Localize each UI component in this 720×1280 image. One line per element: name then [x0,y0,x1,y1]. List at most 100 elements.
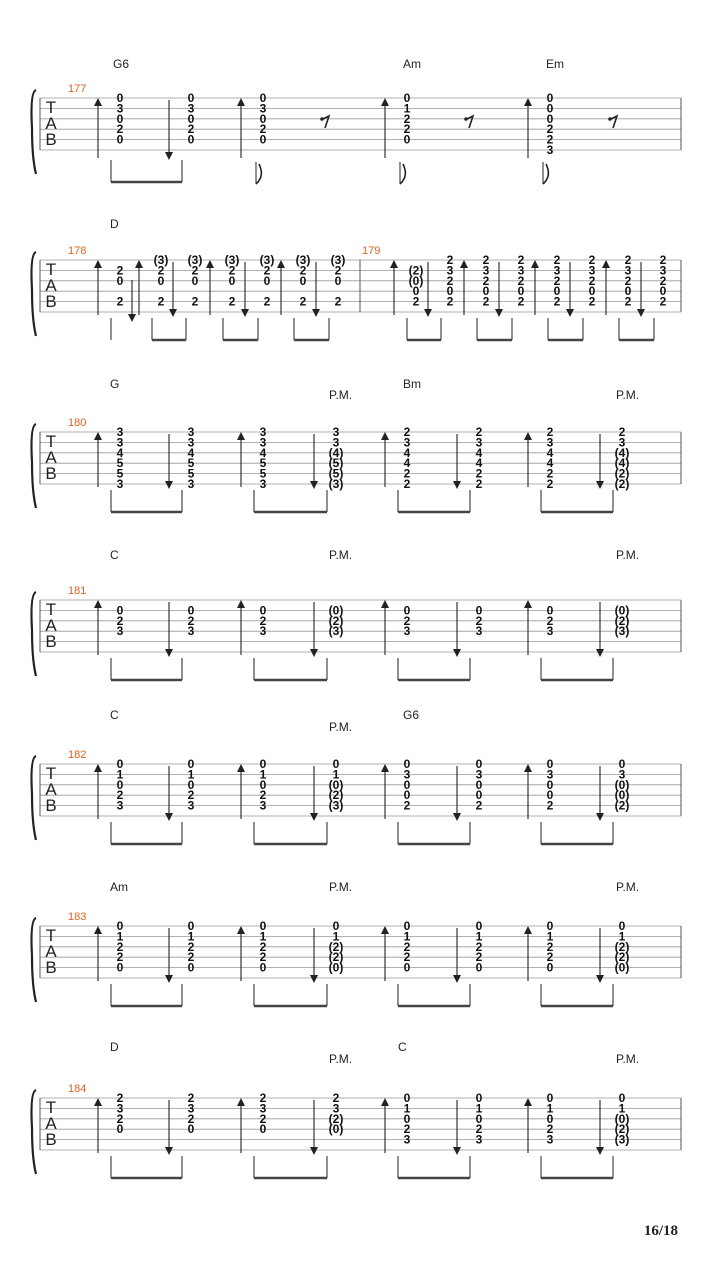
fret-number: 2 [260,940,267,954]
fret-number: 0 [260,91,267,105]
fret-number: 0 [476,788,483,802]
fret-number: 0 [117,133,124,147]
fret-number: (4) [615,456,630,470]
fret-number: 2 [192,263,199,277]
upstroke-arrow-icon [277,260,285,268]
fret-number: (3) [329,624,344,638]
fret-number: 2 [188,1112,195,1126]
fret-number: 2 [476,467,483,481]
upstroke-arrow-icon [524,98,532,106]
fret-number: 3 [260,477,267,491]
upstroke-arrow-icon [524,926,532,934]
fret-number: 0 [188,91,195,105]
tab-clef-letter: A [45,616,57,635]
fret-number: 2 [625,295,632,309]
fret-number: 2 [158,295,165,309]
fret-number: 4 [547,456,554,470]
fret-number: 4 [404,456,411,470]
fret-number: 2 [547,1122,554,1136]
fret-number: (2) [329,1112,344,1126]
downstroke-arrow-icon [310,975,318,983]
fret-number: 0 [260,112,267,126]
fret-number: (0) [615,603,630,617]
fret-number: 2 [117,295,124,309]
fret-number: 2 [660,274,667,288]
note-flag [255,163,263,185]
fret-number: 0 [547,919,554,933]
fret-number: 2 [625,253,632,267]
fret-number: 2 [554,274,561,288]
fret-number: 2 [547,799,554,813]
fret-number: 1 [404,101,411,115]
fret-number: 0 [476,961,483,975]
chord-name: Am [403,57,421,71]
downstroke-arrow-icon [453,1147,461,1155]
fret-number: (2) [615,467,630,481]
measure-number: 179 [362,245,380,257]
fret-number: 0 [619,1091,626,1105]
fret-number: 1 [117,767,124,781]
fret-number: 1 [619,929,626,943]
fret-number: (3) [296,253,311,267]
fret-number: 0 [547,961,554,975]
fret-number: (2) [329,940,344,954]
upstroke-arrow-icon [381,1098,389,1106]
fret-number: 0 [192,274,199,288]
fret-number: 2 [117,940,124,954]
fret-number: 2 [547,425,554,439]
upstroke-arrow-icon [524,1098,532,1106]
fret-number: 0 [547,778,554,792]
fret-number: 0 [229,274,236,288]
fret-number: 2 [404,477,411,491]
fret-number: 2 [335,295,342,309]
fret-number: 2 [476,799,483,813]
fret-number: 0 [188,133,195,147]
fret-number: 0 [117,1122,124,1136]
fret-number: 4 [260,446,267,460]
fret-number: 0 [117,91,124,105]
fret-number: 2 [476,1122,483,1136]
fret-number: 0 [547,1112,554,1126]
fret-number: 3 [188,624,195,638]
downstroke-arrow-icon [128,314,136,322]
fret-number: (0) [615,961,630,975]
fret-number: 3 [117,101,124,115]
fret-number: 1 [333,929,340,943]
tab-clef-letter: A [45,780,57,799]
tab-clef-letter: B [45,632,56,651]
downstroke-arrow-icon [165,649,173,657]
fret-number: 0 [333,757,340,771]
fret-number: 3 [547,143,554,157]
upstroke-arrow-icon [524,764,532,772]
tab-clef-letter: B [45,1130,56,1149]
fret-number: 1 [547,1101,554,1115]
fret-number: 0 [547,101,554,115]
fret-number: 3 [188,101,195,115]
fret-number: 2 [518,274,525,288]
system-bracket [30,88,38,175]
fret-number: 2 [483,274,490,288]
fret-number: 3 [476,624,483,638]
upstroke-arrow-icon [94,926,102,934]
downstroke-arrow-icon [424,309,432,317]
fret-number: 1 [117,929,124,943]
downstroke-arrow-icon [596,813,604,821]
measure-number: 177 [68,83,86,95]
fret-number: 0 [619,757,626,771]
fret-number: 2 [447,274,454,288]
fret-number: 2 [404,950,411,964]
fret-number: 2 [404,614,411,628]
fret-number: 1 [619,1101,626,1115]
fret-number: 4 [188,446,195,460]
fret-number: 2 [447,295,454,309]
palm-mute-mark: P.M. [616,548,639,562]
fret-number: 0 [476,757,483,771]
fret-number: (0) [615,1112,630,1126]
fret-number: 0 [476,1112,483,1126]
fret-number: 2 [158,263,165,277]
fret-number: 2 [589,295,596,309]
fret-number: 0 [188,778,195,792]
page-number: 16/18 [644,1223,678,1239]
fret-number: 2 [300,263,307,277]
